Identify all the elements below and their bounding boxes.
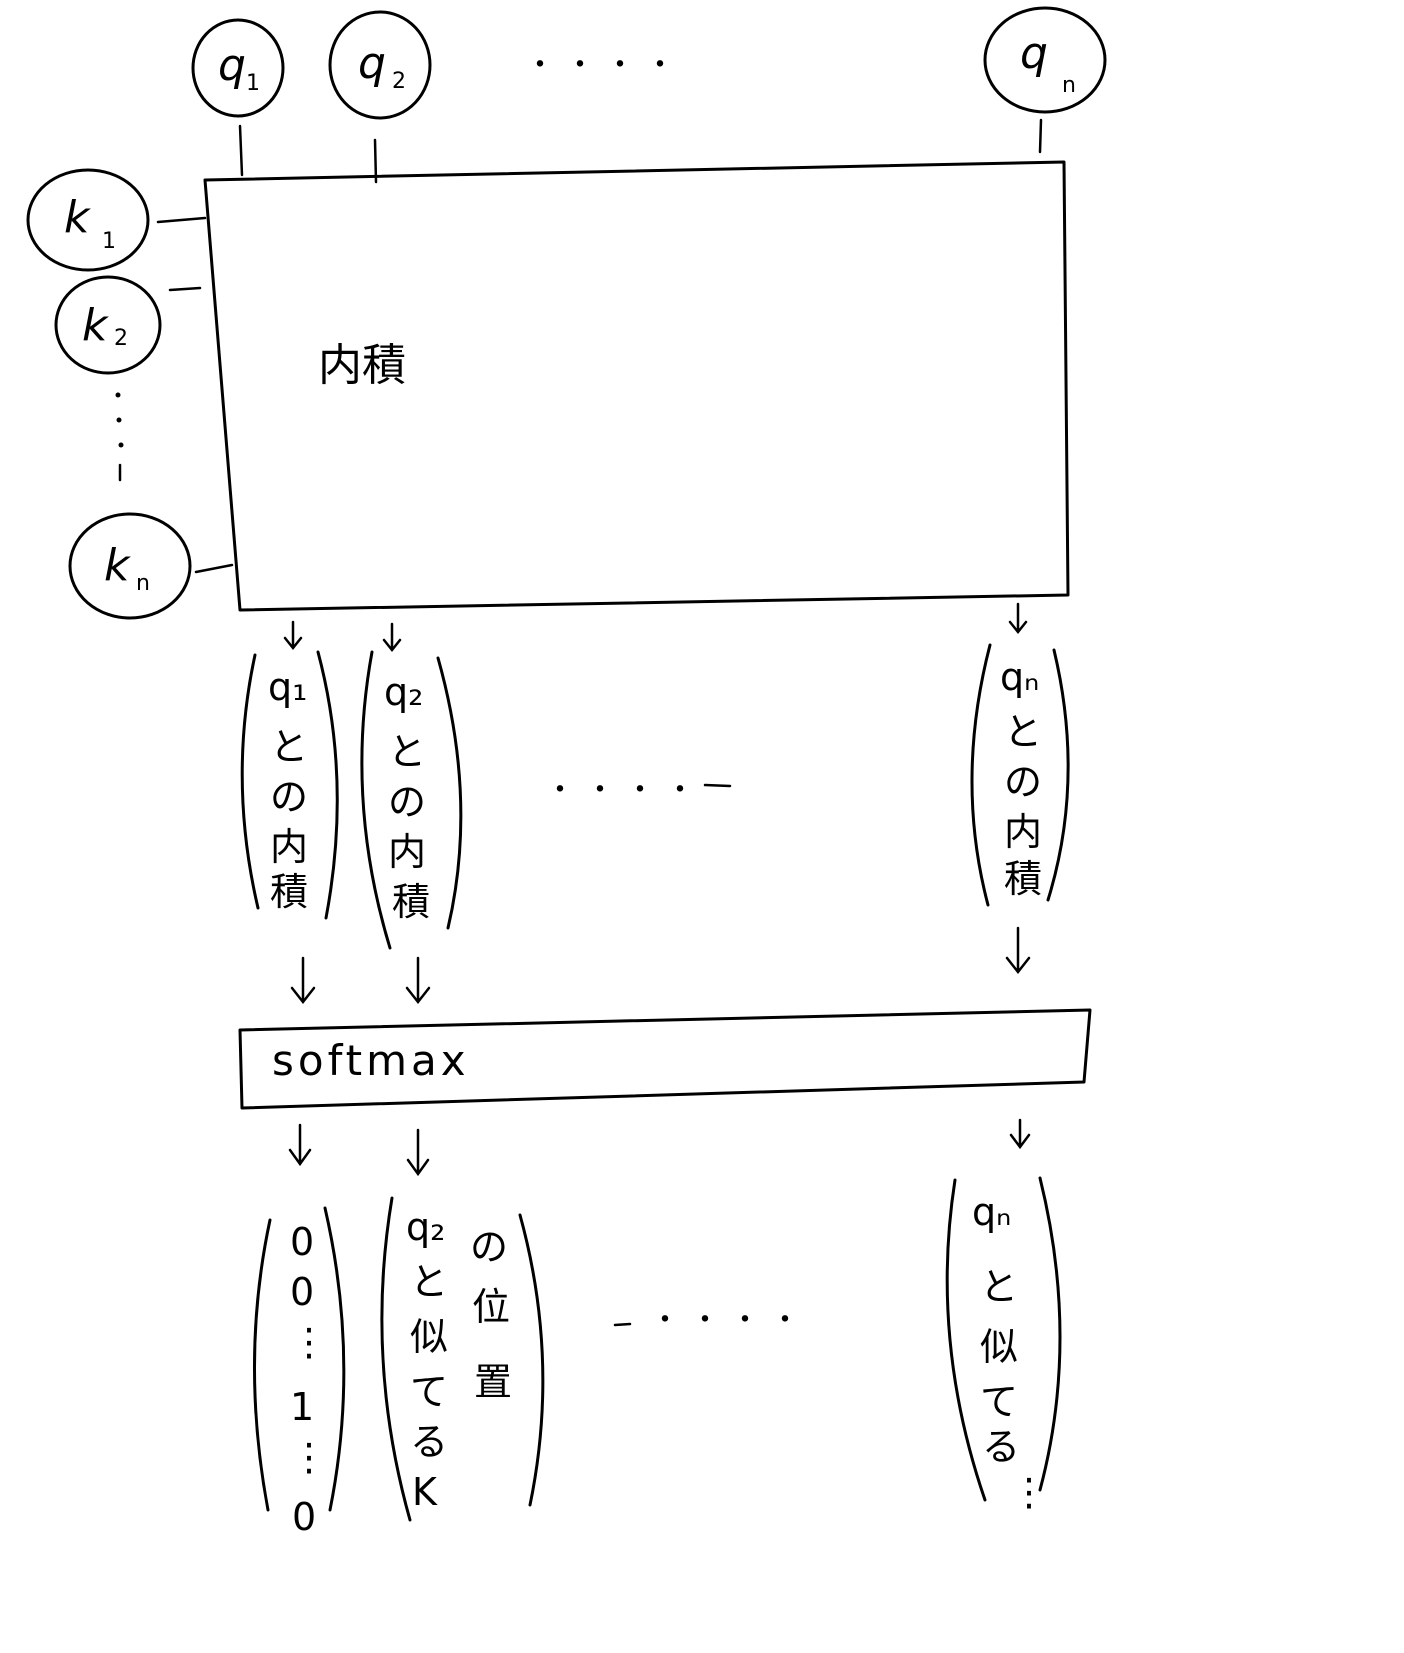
- softmax-label: softmax: [272, 1036, 470, 1085]
- query-node-2: q 2: [328, 10, 432, 184]
- key-ellipsis: [115, 392, 124, 482]
- svg-text:q₁: q₁: [268, 665, 307, 709]
- svg-text:qₙ: qₙ: [972, 1190, 1011, 1234]
- svg-text:内: 内: [388, 830, 426, 874]
- svg-text:n: n: [1062, 73, 1076, 98]
- key-node-1: k 1: [26, 168, 207, 272]
- svg-text:q: q: [1020, 28, 1048, 79]
- query-node-1: q 1: [191, 18, 285, 177]
- svg-text:q: q: [358, 38, 386, 89]
- key-node-2: k 2: [54, 275, 202, 375]
- svg-text:1: 1: [102, 229, 116, 254]
- svg-text:と: と: [270, 725, 308, 769]
- svg-text:0: 0: [290, 1220, 314, 1264]
- svg-text:の: の: [270, 775, 308, 819]
- inner-product-column-n: qₙ と の 内 積: [970, 643, 1070, 907]
- svg-text:0: 0: [292, 1495, 316, 1539]
- svg-text:の: の: [1004, 760, 1042, 804]
- svg-text:n: n: [136, 571, 150, 596]
- svg-text:て: て: [980, 1380, 1018, 1424]
- svg-text:q₂: q₂: [384, 670, 423, 714]
- svg-text:似: 似: [980, 1325, 1018, 1369]
- output-column-1: 0 0 ⋮ 1 ⋮ 0: [253, 1206, 346, 1539]
- svg-text:積: 積: [1004, 857, 1042, 901]
- svg-text:2: 2: [114, 326, 128, 351]
- svg-text:1: 1: [290, 1385, 314, 1429]
- svg-text:q: q: [218, 40, 246, 91]
- svg-text:⋮: ⋮: [1010, 1470, 1048, 1514]
- svg-text:内: 内: [270, 825, 308, 869]
- inner-product-column-1: q₁ と の 内 積: [240, 650, 339, 920]
- svg-text:k: k: [104, 540, 131, 591]
- matrix-arrows: [283, 602, 1028, 653]
- softmax-layer: softmax: [238, 1008, 1092, 1110]
- svg-text:積: 積: [270, 870, 308, 914]
- output-ellipsis: ・・・・: [613, 1303, 810, 1338]
- svg-text:積: 積: [392, 880, 430, 924]
- svg-text:2: 2: [392, 69, 406, 94]
- svg-text:k: k: [64, 192, 91, 243]
- matrix-label: 内積: [318, 340, 406, 391]
- svg-text:の: の: [388, 780, 426, 824]
- svg-text:の: の: [470, 1225, 508, 1269]
- svg-text:1: 1: [246, 71, 260, 96]
- inner-product-matrix: 内積: [203, 160, 1070, 612]
- svg-text:と: と: [388, 730, 426, 774]
- svg-text:内: 内: [1004, 810, 1042, 854]
- svg-text:・・・・: ・・・・: [545, 773, 705, 808]
- svg-text:る: る: [410, 1420, 448, 1464]
- svg-text:⋮: ⋮: [290, 1320, 328, 1364]
- svg-text:・・・・: ・・・・: [650, 1303, 810, 1338]
- svg-text:q₂: q₂: [406, 1205, 445, 1249]
- softmax-input-arrows: [290, 926, 1031, 1005]
- inner-product-column-2: q₂ と の 内 積: [360, 650, 463, 950]
- svg-text:置: 置: [474, 1360, 512, 1404]
- softmax-output-arrows: [288, 1118, 1031, 1177]
- svg-text:qₙ: qₙ: [1000, 655, 1039, 699]
- svg-text:る: る: [982, 1425, 1020, 1469]
- output-column-2: q₂ と 似 て る K の 位 置: [380, 1196, 545, 1522]
- output-column-n: qₙ と 似 て る ⋮: [945, 1176, 1062, 1514]
- svg-text:k: k: [82, 300, 109, 351]
- query-node-n: q n: [983, 6, 1107, 154]
- svg-text:と: と: [980, 1265, 1018, 1309]
- query-ellipsis: ・・・・: [525, 48, 685, 83]
- svg-text:0: 0: [290, 1270, 314, 1314]
- svg-text:位: 位: [472, 1285, 510, 1329]
- svg-text:て: て: [410, 1370, 448, 1414]
- svg-text:K: K: [412, 1470, 438, 1514]
- inner-product-ellipsis: ・・・・: [545, 773, 732, 808]
- svg-text:⋮: ⋮: [290, 1435, 328, 1479]
- svg-text:似: 似: [410, 1315, 448, 1359]
- svg-text:と: と: [1004, 710, 1042, 754]
- svg-text:と: と: [410, 1260, 448, 1304]
- key-node-n: k n: [68, 512, 234, 620]
